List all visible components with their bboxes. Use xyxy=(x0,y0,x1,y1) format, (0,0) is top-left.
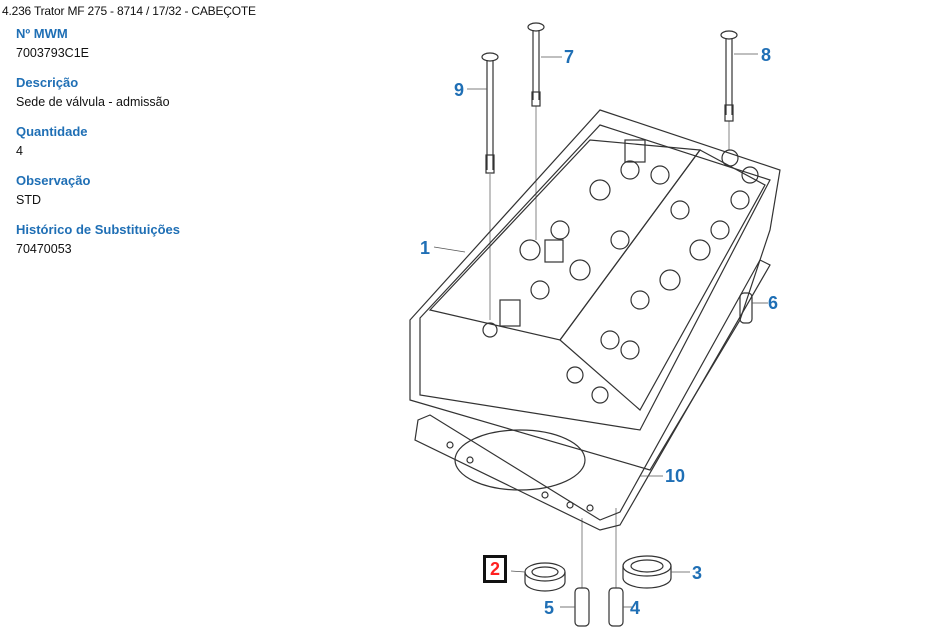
callout-9[interactable]: 9 xyxy=(454,80,465,100)
callout-4[interactable]: 4 xyxy=(630,598,641,618)
callout-6[interactable]: 6 xyxy=(768,293,779,313)
leader-lines xyxy=(433,53,768,608)
bolt-9 xyxy=(481,52,499,320)
callout-10[interactable]: 10 xyxy=(665,466,686,486)
field-label: Quantidade xyxy=(16,124,88,139)
valve-guide-5 xyxy=(574,518,590,627)
exploded-parts-diagram: 1 2 3 4 5 6 7 8 9 10 xyxy=(380,10,800,634)
bolt-8 xyxy=(720,30,738,150)
field-label: Descrição xyxy=(16,75,79,90)
callout-3[interactable]: 3 xyxy=(692,563,703,583)
field-value: 4 xyxy=(16,144,23,158)
field-quantity: Quantidade 4 xyxy=(16,124,316,160)
field-replacement-history: Histórico de Substituições 70470053 xyxy=(16,222,316,258)
field-label: Observação xyxy=(16,173,91,188)
field-value: 7003793C1E xyxy=(16,46,89,60)
valve-seat-3 xyxy=(622,555,672,589)
valve-seat-2 xyxy=(524,562,566,592)
breadcrumb: 4.236 Trator MF 275 - 8714 / 17/32 - CAB… xyxy=(2,4,256,18)
callout-8[interactable]: 8 xyxy=(761,45,772,65)
field-value: STD xyxy=(16,193,41,207)
cylinder-head xyxy=(409,109,781,471)
field-label: Histórico de Substituições xyxy=(16,222,180,237)
field-label: Nº MWM xyxy=(16,26,68,41)
bolt-7 xyxy=(527,22,545,240)
field-description: Descrição Sede de válvula - admissão xyxy=(16,75,316,111)
field-value: 70470053 xyxy=(16,242,72,256)
callout-7[interactable]: 7 xyxy=(564,47,575,67)
field-mwm-number: Nº MWM 7003793C1E xyxy=(16,26,316,62)
callout-1[interactable]: 1 xyxy=(420,238,431,258)
part-info-panel: Nº MWM 7003793C1E Descrição Sede de válv… xyxy=(16,26,316,271)
field-value: Sede de válvula - admissão xyxy=(16,95,170,109)
head-gasket xyxy=(414,259,771,531)
cylinder-head-drawing xyxy=(409,22,781,627)
callout-5[interactable]: 5 xyxy=(544,598,555,618)
field-observation: Observação STD xyxy=(16,173,316,209)
callout-2-selected[interactable]: 2 xyxy=(483,555,508,583)
valve-guide-4 xyxy=(608,508,624,627)
